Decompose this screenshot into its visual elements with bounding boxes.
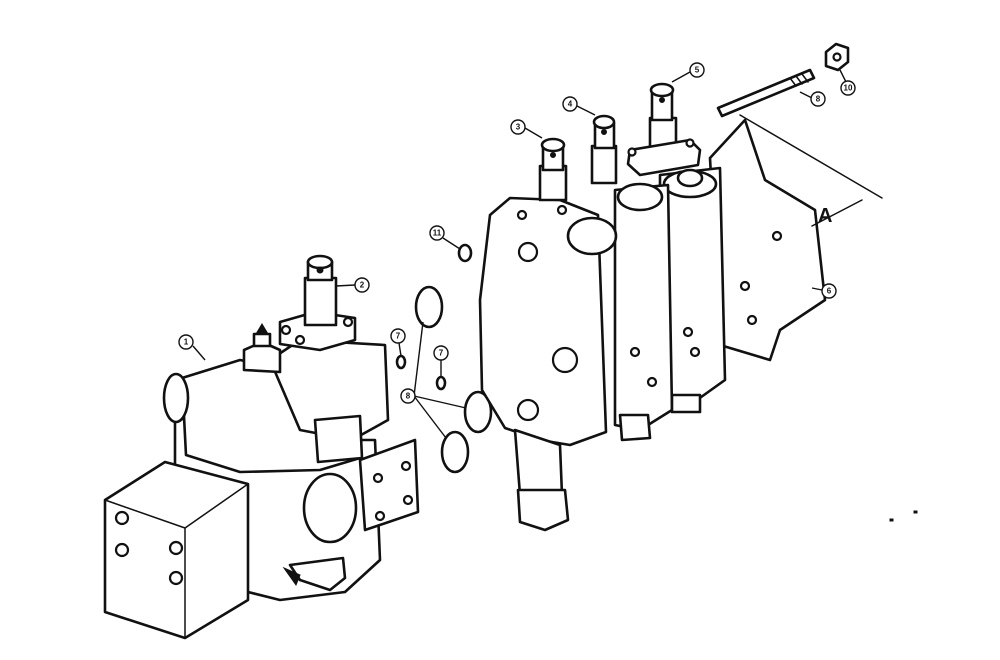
callout-8-upper-label: 8: [816, 95, 821, 104]
callout-2-label: 2: [360, 281, 365, 290]
callout-4-label: 4: [568, 100, 573, 109]
callout-4-circle: [562, 96, 578, 112]
callout-1-circle: [178, 334, 194, 350]
callout-7-left-label: 7: [396, 332, 401, 341]
callout-7-left-circle: [390, 328, 406, 344]
seal-washer: [457, 243, 473, 263]
callout-3-label: 3: [516, 123, 521, 132]
o-ring-seals: [395, 243, 493, 474]
callout-3-circle: [510, 119, 526, 135]
scan-marks: [889, 510, 918, 522]
callout-8-lower-label: 8: [406, 392, 411, 401]
section-label-a: A: [818, 205, 832, 227]
callout-10-circle: [840, 80, 856, 96]
callout-11-label: 11: [433, 229, 442, 238]
callout-6-circle: [821, 283, 837, 299]
o-ring-small-right: [435, 375, 447, 391]
inlet-valve-section: [103, 254, 420, 640]
callout-8-lower-circle: [400, 388, 416, 404]
control-valve-stack: [478, 42, 883, 532]
callout-5-circle: [689, 62, 705, 78]
o-ring-small-left: [395, 354, 407, 370]
callout-6-label: 6: [827, 287, 832, 296]
o-ring-large-lower: [440, 430, 470, 474]
callout-8-upper-circle: [810, 91, 826, 107]
callout-11-circle: [429, 225, 445, 241]
o-ring-large-right: [463, 390, 493, 434]
o-ring-large-upper: [414, 285, 444, 329]
callout-5-label: 5: [695, 66, 700, 75]
callout-2-circle: [354, 277, 370, 293]
callout-7-right-label: 7: [439, 349, 444, 358]
callout-10-label: 10: [844, 84, 853, 93]
callout-1-label: 1: [184, 338, 189, 347]
callouts: 1 2 3 4 5 6 7 7 8: [178, 62, 856, 439]
callout-7-right-circle: [433, 345, 449, 361]
